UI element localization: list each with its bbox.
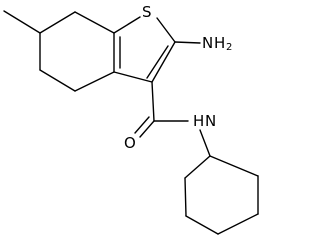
bond-ring-3 xyxy=(74,11,115,34)
bond-ring-2 xyxy=(39,11,76,34)
bond-chx-2 xyxy=(184,177,187,217)
bond-ring-6 xyxy=(74,71,115,92)
cyclohexyl-ring xyxy=(184,155,259,235)
molecule-structure: S N H 2 H N O xyxy=(3,3,259,235)
bond-c-o-1 xyxy=(139,120,155,138)
tetrahydro-ring xyxy=(3,10,121,92)
amine-h-label: H xyxy=(214,34,225,52)
bond-chx-3 xyxy=(185,215,219,235)
bond-thiophene-2 xyxy=(156,17,176,43)
sulfur-label: S xyxy=(142,3,152,21)
bond-thiophene-3-double xyxy=(146,45,169,79)
bond-chx-4 xyxy=(217,213,259,235)
bond-chx-1 xyxy=(184,155,211,179)
bond-thiophene-4 xyxy=(113,71,153,83)
thiophene-ring xyxy=(113,16,176,83)
bond-n-cyclohexyl xyxy=(199,129,211,157)
bond-c-carbonyl xyxy=(151,81,155,122)
carboxamide-group xyxy=(134,81,211,157)
bond-c-nh2 xyxy=(174,41,201,44)
bond-c-o-2 xyxy=(134,116,150,134)
carbonyl-o-label: O xyxy=(124,134,136,152)
bond-ring-1 xyxy=(3,10,41,34)
bond-chx-6 xyxy=(209,155,259,177)
bond-thiophene-3 xyxy=(151,41,176,83)
amide-h-label: H xyxy=(193,112,204,130)
bond-ring-5 xyxy=(39,69,76,92)
amine-n-label: N xyxy=(202,34,213,52)
amide-n-label: N xyxy=(205,112,216,130)
bond-thiophene-1 xyxy=(113,16,141,34)
amine-h-count: 2 xyxy=(226,42,232,53)
